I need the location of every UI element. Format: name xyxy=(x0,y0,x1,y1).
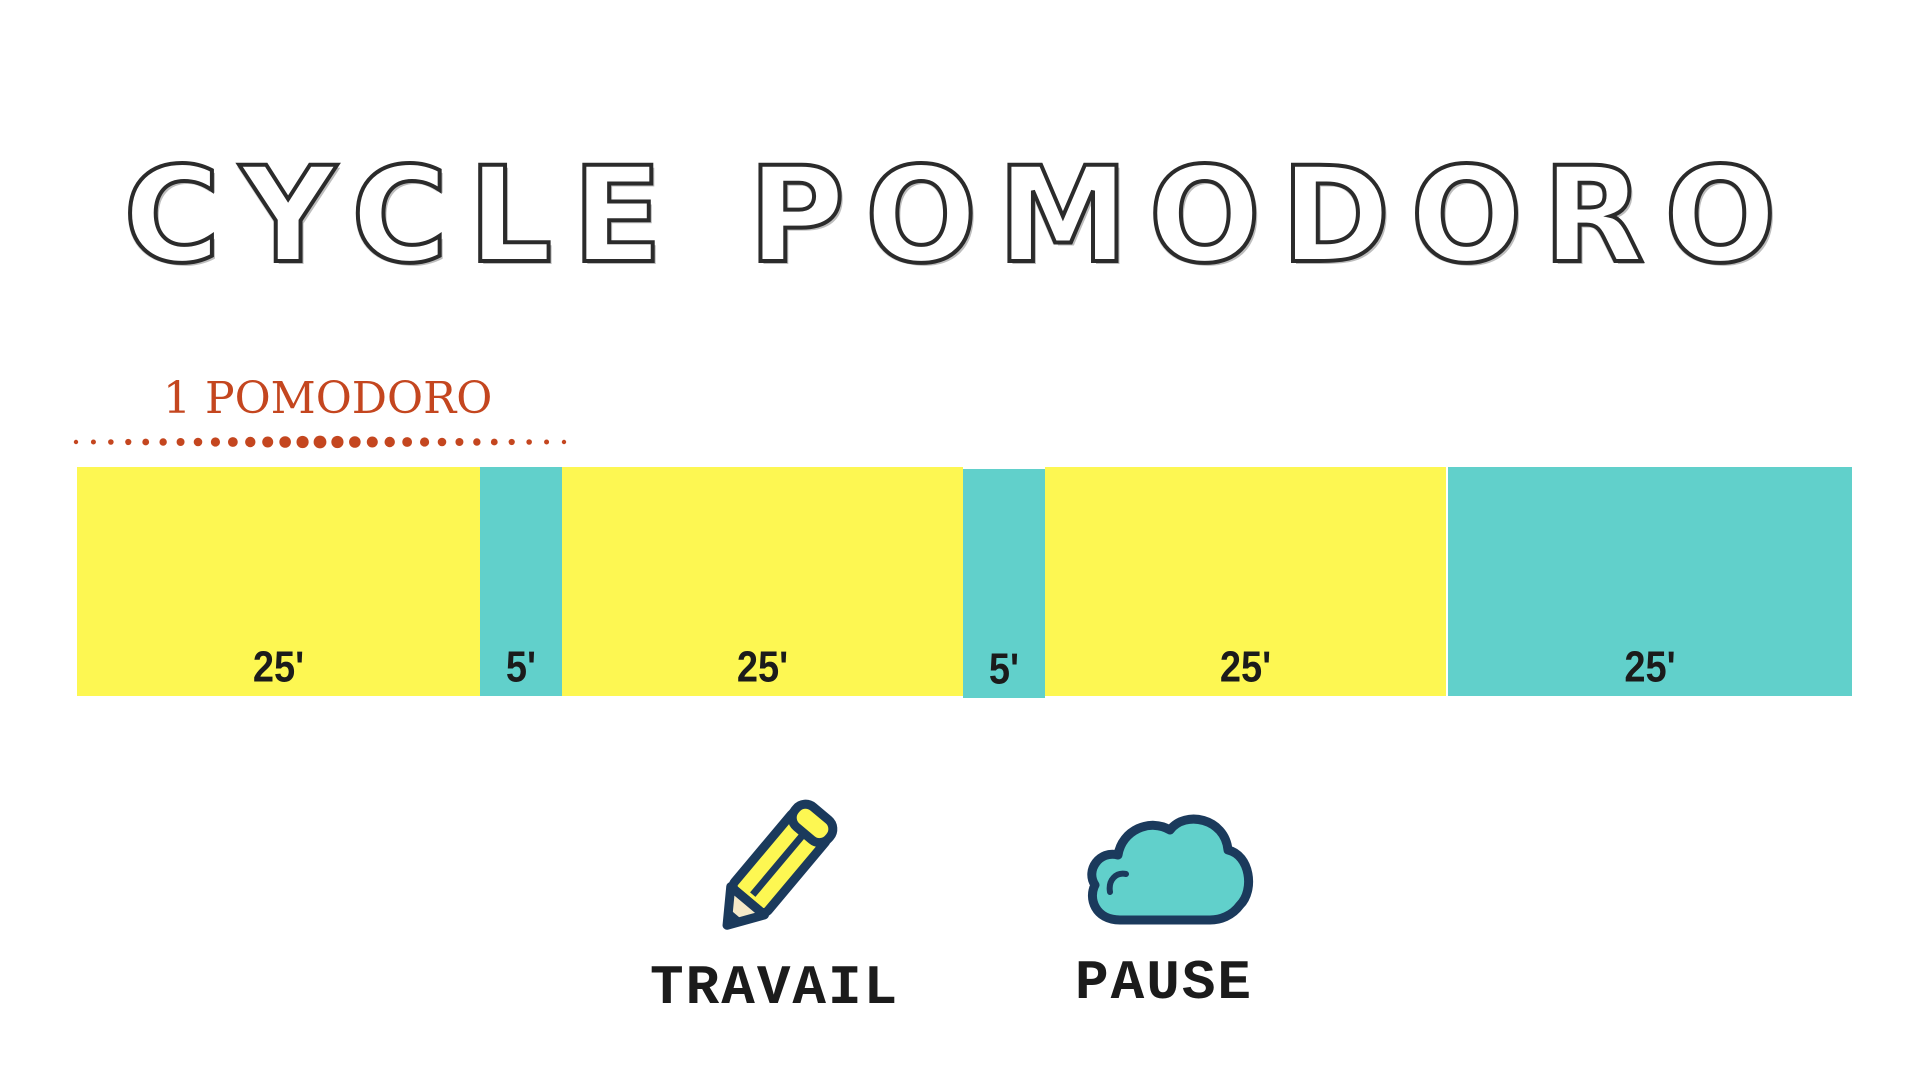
bracket-dot xyxy=(73,439,79,445)
pomodoro-dotted-bracket xyxy=(73,435,567,449)
bracket-dot xyxy=(296,435,309,449)
pencil-icon xyxy=(722,799,838,930)
segment-pause-2: 5' xyxy=(963,469,1045,698)
segment-duration: 25' xyxy=(1219,643,1272,693)
bracket-dot xyxy=(473,438,481,446)
segment-work-1: 25' xyxy=(77,467,480,696)
segment-duration: 25' xyxy=(1624,643,1676,693)
legend-work-label: TRAVAIL xyxy=(650,956,900,1020)
bracket-dot xyxy=(210,437,221,447)
segment-work-3: 25' xyxy=(1045,467,1446,696)
bracket-dot xyxy=(90,439,96,445)
segment-duration: 25' xyxy=(736,643,789,693)
bracket-dot xyxy=(508,438,515,446)
bracket-dot xyxy=(245,436,256,448)
bracket-dot xyxy=(349,436,361,448)
bracket-dot xyxy=(313,435,327,449)
bracket-dot xyxy=(125,438,132,446)
legend-pause-label: PAUSE xyxy=(1075,951,1254,1015)
pomodoro-label: 1 POMODORO xyxy=(163,373,493,424)
bracket-dot xyxy=(526,439,532,445)
bracket-dot xyxy=(437,437,447,447)
bracket-dot xyxy=(402,437,413,447)
bracket-dot xyxy=(366,436,378,448)
bracket-dot xyxy=(159,438,167,446)
bracket-dot xyxy=(419,437,430,447)
bracket-dot xyxy=(561,439,567,445)
segment-pause-1: 5' xyxy=(480,467,562,696)
page-title: CYCLE POMODORO xyxy=(121,139,1797,293)
bracket-dot xyxy=(108,439,114,445)
bracket-dot xyxy=(490,438,498,446)
bracket-dot xyxy=(227,437,238,447)
bracket-dot xyxy=(455,438,464,446)
segment-pause-3: 25' xyxy=(1448,467,1852,696)
segment-duration: 25' xyxy=(252,643,305,693)
bracket-dot xyxy=(279,436,291,448)
bracket-dot xyxy=(544,439,550,445)
segment-duration: 5' xyxy=(505,643,537,693)
segment-duration: 5' xyxy=(988,645,1020,695)
bracket-dot xyxy=(384,436,395,448)
bracket-dot xyxy=(193,437,203,447)
bracket-dot xyxy=(142,438,150,446)
bracket-dot xyxy=(331,435,344,449)
segment-work-2: 25' xyxy=(562,467,963,696)
bracket-dot xyxy=(262,436,274,448)
cloud-icon xyxy=(1087,814,1253,925)
bracket-dot xyxy=(176,438,185,446)
